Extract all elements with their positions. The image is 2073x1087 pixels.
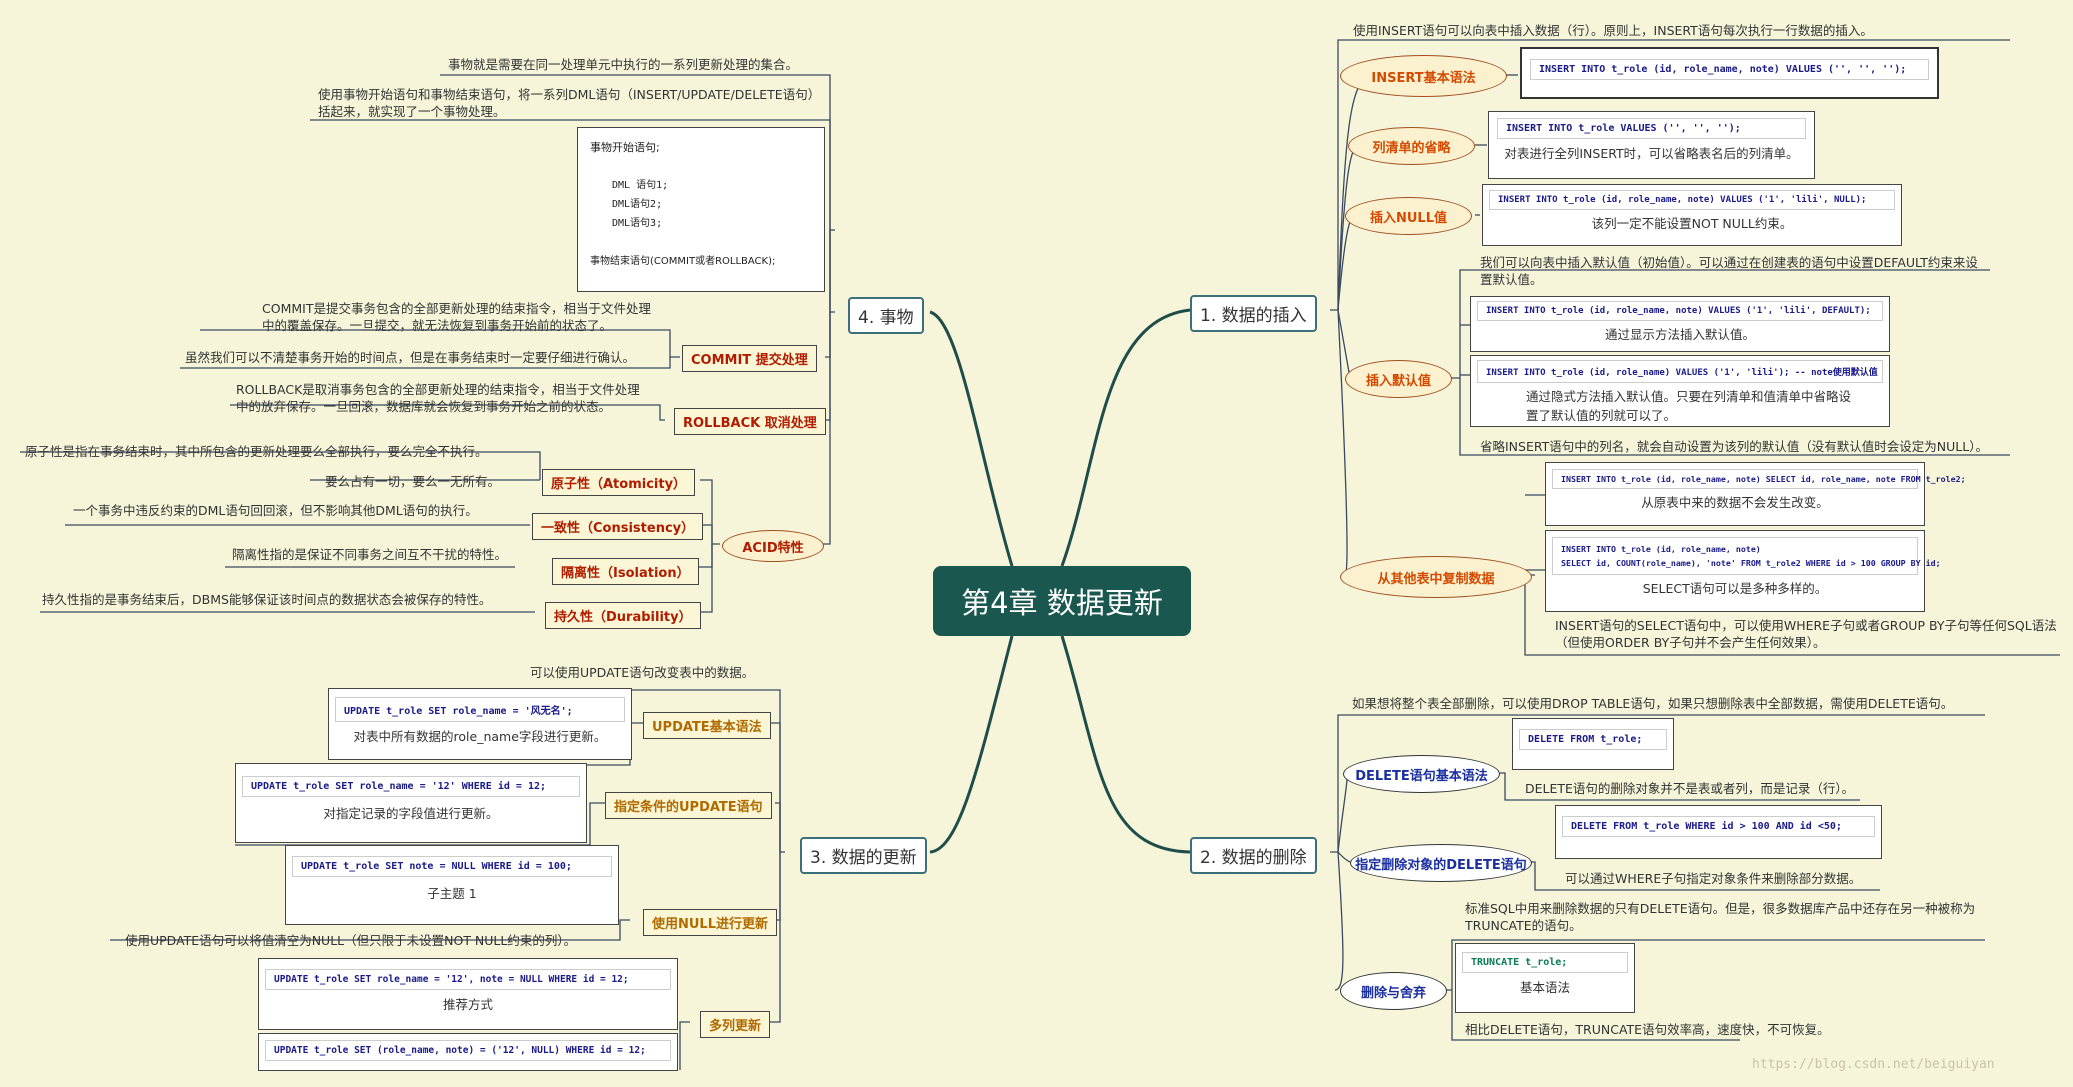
update-basic-code: UPDATE t_role SET role_name = '风无名'; bbox=[335, 697, 625, 722]
insert-null-node[interactable]: 插入NULL值 bbox=[1345, 197, 1472, 235]
delete-basic-codebox: DELETE FROM t_role; bbox=[1512, 718, 1674, 770]
transaction-use: 使用事物开始语句和事物结束语句，将一系列DML语句（INSERT/UPDATE/… bbox=[318, 87, 814, 119]
insert-default-codebox-1: INSERT INTO t_role (id, role_name, note)… bbox=[1470, 296, 1890, 352]
insert-copy-code-1: INSERT INTO t_role (id, role_name, note)… bbox=[1552, 469, 1966, 489]
insert-default-caption-2: 通过隐式方法插入默认值。只要在列清单和值清单中省略设置了默认值的列就可以了。 bbox=[1526, 389, 1852, 423]
acid-isolation-node[interactable]: 隔离性（Isolation） bbox=[552, 558, 699, 585]
update-null-codebox: UPDATE t_role SET note = NULL WHERE id =… bbox=[285, 845, 619, 925]
transaction-def: 事物就是需要在同一处理单元中执行的一系列更新处理的集合。 bbox=[448, 57, 799, 72]
delete-truncate-caption: 基本语法 bbox=[1519, 980, 1570, 995]
insert-copy-code-2: INSERT INTO t_role (id, role_name, note)… bbox=[1552, 537, 1941, 575]
transaction-end: 事物结束语句(COMMIT或者ROLLBACK); bbox=[590, 256, 776, 267]
delete-truncate-intro: 标准SQL中用来删除数据的只有DELETE语句。但是，很多数据库产品中还存在另一… bbox=[1465, 901, 1976, 933]
delete-truncate-node[interactable]: 删除与舍弃 bbox=[1340, 972, 1447, 1010]
insert-default-intro: 我们可以向表中插入默认值（初始值）。可以通过在创建表的语句中设置DEFAULT约… bbox=[1480, 255, 1978, 287]
update-intro: 可以使用UPDATE语句改变表中的数据。 bbox=[530, 665, 755, 680]
insert-copy-note: INSERT语句的SELECT语句中，可以使用WHERE子句或者GROUP BY… bbox=[1555, 618, 2057, 650]
insert-default-codebox-2: INSERT INTO t_role (id, role_name) VALUE… bbox=[1470, 355, 1890, 427]
insert-copy-caption-2: SELECT语句可以是多种多样的。 bbox=[1642, 581, 1828, 596]
topic-delete[interactable]: 2. 数据的删除 bbox=[1190, 837, 1317, 874]
acid-atomicity-note: 要么占有一切，要么一无所有。 bbox=[325, 474, 501, 489]
transaction-codebox: 事物开始语句; DML 语句1; DML语句2; DML语句3; 事物结束语句(… bbox=[577, 127, 825, 292]
transaction-dml-1: DML 语句1; bbox=[612, 180, 669, 191]
insert-basic-codebox: INSERT INTO t_role (id, role_name, note)… bbox=[1520, 47, 1939, 99]
insert-null-code: INSERT INTO t_role (id, role_name, note)… bbox=[1489, 190, 1895, 210]
insert-copy-code-2a: INSERT INTO t_role (id, role_name, note) bbox=[1561, 544, 1761, 554]
delete-where-codebox: DELETE FROM t_role WHERE id > 100 AND id… bbox=[1555, 805, 1882, 859]
insert-default-caption-1: 通过显示方法插入默认值。 bbox=[1604, 327, 1755, 342]
acid-isolation-desc: 隔离性指的是保证不同事务之间互不干扰的特性。 bbox=[232, 547, 508, 562]
rollback-node[interactable]: ROLLBACK 取消处理 bbox=[674, 408, 826, 435]
acid-durability-desc: 持久性指的是事务结束后，DBMS能够保证该时间点的数据状态会被保存的特性。 bbox=[42, 592, 492, 607]
update-multi-codebox-2: UPDATE t_role SET (role_name, note) = ('… bbox=[258, 1033, 678, 1071]
insert-default-node[interactable]: 插入默认值 bbox=[1345, 360, 1452, 398]
insert-copy-codebox-2: INSERT INTO t_role (id, role_name, note)… bbox=[1545, 530, 1941, 612]
acid-atomicity-node[interactable]: 原子性（Atomicity） bbox=[542, 469, 696, 496]
insert-null-caption: 该列一定不能设置NOT NULL约束。 bbox=[1591, 216, 1793, 231]
topic-insert[interactable]: 1. 数据的插入 bbox=[1190, 295, 1317, 332]
update-where-caption: 对指定记录的字段值进行更新。 bbox=[323, 806, 499, 821]
delete-basic-code: DELETE FROM t_role; bbox=[1519, 729, 1667, 750]
update-null-caption: 子主题 1 bbox=[427, 886, 477, 901]
insert-basic-node[interactable]: INSERT基本语法 bbox=[1340, 55, 1507, 97]
delete-intro: 如果想将整个表全部删除，可以使用DROP TABLE语句，如果只想删除表中全部数… bbox=[1352, 696, 1954, 711]
delete-where-code: DELETE FROM t_role WHERE id > 100 AND id… bbox=[1562, 816, 1875, 837]
insert-copy-codebox-1: INSERT INTO t_role (id, role_name, note)… bbox=[1545, 462, 1966, 526]
update-where-node[interactable]: 指定条件的UPDATE语句 bbox=[605, 792, 772, 819]
update-where-code: UPDATE t_role SET role_name = '12' WHERE… bbox=[242, 776, 580, 797]
delete-truncate-codebox: TRUNCATE t_role; 基本语法 bbox=[1455, 943, 1635, 1013]
insert-copy-code-2b: SELECT id, COUNT(role_name), 'note' FROM… bbox=[1561, 558, 1941, 568]
insert-omit-caption: 对表进行全列INSERT时，可以省略表名后的列清单。 bbox=[1504, 146, 1799, 161]
commit-desc: COMMIT是提交事务包含的全部更新处理的结束指令，相当于文件处理中的覆盖保存。… bbox=[262, 301, 651, 333]
delete-truncate-code: TRUNCATE t_role; bbox=[1462, 952, 1628, 973]
delete-where-node[interactable]: 指定删除对象的DELETE语句 bbox=[1350, 844, 1532, 882]
update-basic-caption: 对表中所有数据的role_name字段进行更新。 bbox=[353, 729, 607, 744]
update-basic-node[interactable]: UPDATE基本语法 bbox=[643, 712, 771, 739]
insert-null-codebox: INSERT INTO t_role (id, role_name, note)… bbox=[1482, 184, 1902, 246]
update-null-node[interactable]: 使用NULL进行更新 bbox=[643, 909, 778, 936]
insert-intro: 使用INSERT语句可以向表中插入数据（行）。原则上，INSERT语句每次执行一… bbox=[1353, 23, 1873, 38]
insert-omit-codebox: INSERT INTO t_role VALUES ('', '', ''); … bbox=[1488, 111, 1815, 179]
acid-node[interactable]: ACID特性 bbox=[722, 530, 824, 562]
insert-basic-code: INSERT INTO t_role (id, role_name, note)… bbox=[1530, 59, 1929, 80]
update-multi-caption-1: 推荐方式 bbox=[442, 997, 493, 1012]
update-multi-node[interactable]: 多列更新 bbox=[700, 1011, 771, 1038]
transaction-dml-2: DML语句2; bbox=[612, 199, 663, 210]
topic-transaction[interactable]: 4. 事物 bbox=[848, 297, 924, 334]
insert-copy-caption-1: 从原表中来的数据不会发生改变。 bbox=[1641, 495, 1829, 510]
delete-basic-caption: DELETE语句的删除对象并不是表或者列，而是记录（行）。 bbox=[1525, 781, 1855, 796]
update-basic-codebox: UPDATE t_role SET role_name = '风无名'; 对表中… bbox=[328, 688, 632, 760]
transaction-start: 事物开始语句; bbox=[590, 141, 660, 154]
acid-consistency-node[interactable]: 一致性（Consistency） bbox=[532, 513, 704, 540]
update-null-code: UPDATE t_role SET note = NULL WHERE id =… bbox=[292, 856, 612, 877]
update-null-note: 使用UPDATE语句可以将值清空为NULL（但只限于未设置NOT NULL约束的… bbox=[125, 933, 577, 948]
acid-consistency-desc: 一个事务中违反约束的DML语句回回滚，但不影响其他DML语句的执行。 bbox=[73, 503, 478, 518]
insert-copy-node[interactable]: 从其他表中复制数据 bbox=[1340, 556, 1532, 598]
delete-where-caption: 可以通过WHERE子句指定对象条件来删除部分数据。 bbox=[1565, 871, 1862, 886]
update-multi-codebox-1: UPDATE t_role SET role_name = '12', note… bbox=[258, 958, 678, 1030]
delete-truncate-note: 相比DELETE语句，TRUNCATE语句效率高，速度快，不可恢复。 bbox=[1465, 1022, 1830, 1037]
commit-node[interactable]: COMMIT 提交处理 bbox=[682, 345, 817, 372]
commit-note: 虽然我们可以不清楚事务开始的时间点，但是在事务结束时一定要仔细进行确认。 bbox=[185, 350, 636, 365]
insert-default-code-2: INSERT INTO t_role (id, role_name) VALUE… bbox=[1477, 360, 1883, 383]
rollback-desc: ROLLBACK是取消事务包含的全部更新处理的结束指令，相当于文件处理中的放弃保… bbox=[236, 382, 640, 414]
acid-durability-node[interactable]: 持久性（Durability） bbox=[545, 602, 701, 629]
topic-update[interactable]: 3. 数据的更新 bbox=[800, 837, 927, 874]
update-multi-code-2: UPDATE t_role SET (role_name, note) = ('… bbox=[265, 1040, 671, 1061]
delete-basic-node[interactable]: DELETE语句基本语法 bbox=[1343, 755, 1500, 793]
transaction-dml-3: DML语句3; bbox=[612, 218, 663, 229]
insert-default-code-1: INSERT INTO t_role (id, role_name, note)… bbox=[1477, 301, 1883, 321]
central-topic[interactable]: 第4章 数据更新 bbox=[933, 566, 1191, 636]
acid-atomicity-desc: 原子性是指在事务结束时，其中所包含的更新处理要么全部执行，要么完全不执行。 bbox=[25, 444, 488, 459]
insert-default-note: 省略INSERT语句中的列名，就会自动设置为该列的默认值（没有默认值时会设定为N… bbox=[1480, 439, 1988, 454]
update-where-codebox: UPDATE t_role SET role_name = '12' WHERE… bbox=[235, 763, 587, 843]
insert-omit-code: INSERT INTO t_role VALUES ('', '', ''); bbox=[1497, 118, 1806, 139]
watermark: https://blog.csdn.net/beiguiyan bbox=[1752, 1057, 1995, 1072]
update-multi-code-1: UPDATE t_role SET role_name = '12', note… bbox=[265, 969, 671, 990]
insert-omit-node[interactable]: 列清单的省略 bbox=[1348, 127, 1475, 165]
